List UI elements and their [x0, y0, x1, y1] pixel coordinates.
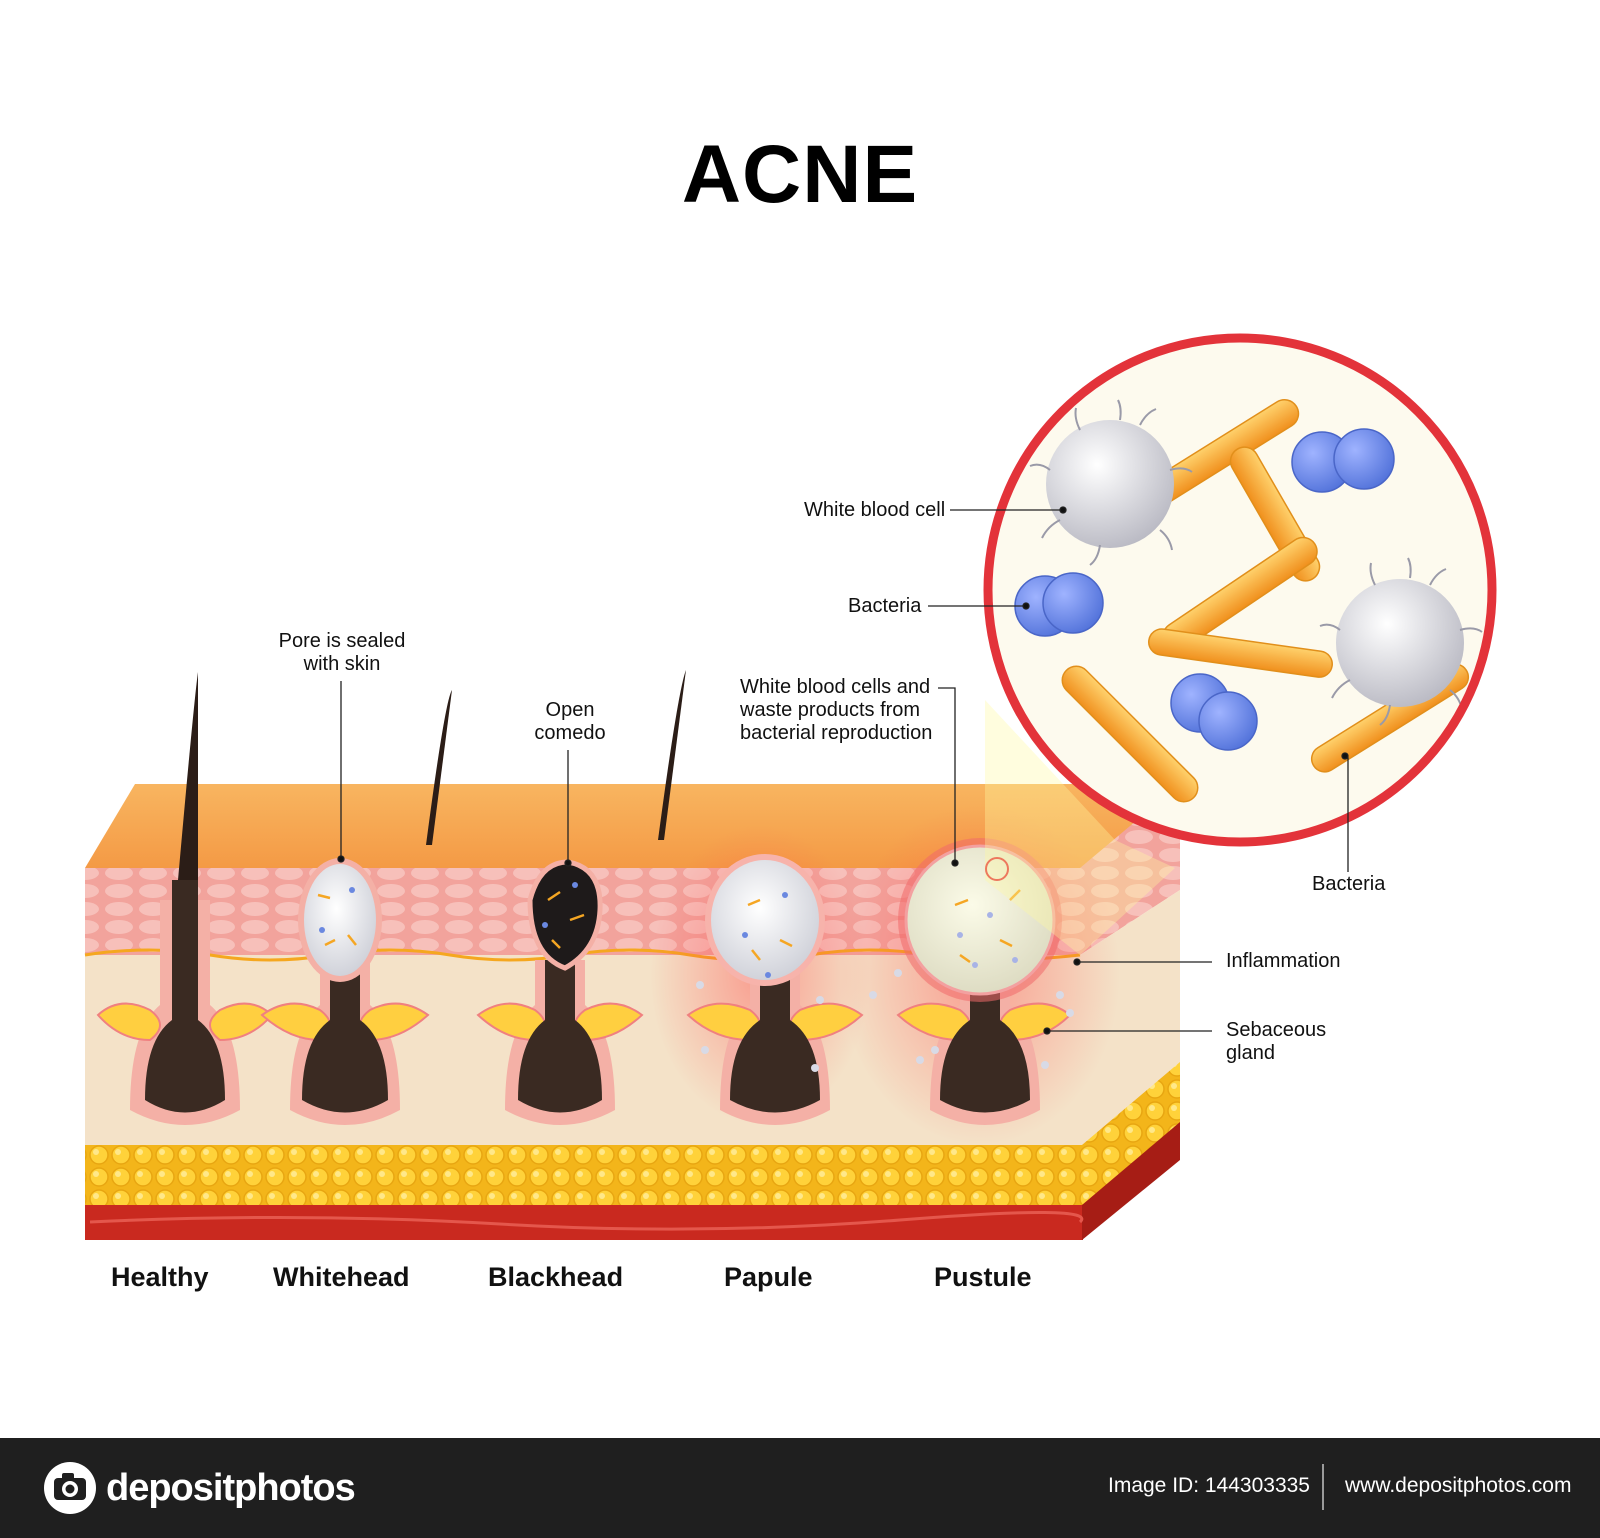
camera-icon: [44, 1462, 96, 1514]
magnifier-ring: [983, 333, 1497, 847]
white-blood-cells: [1029, 399, 1483, 726]
bacteria-rods: [1061, 398, 1470, 803]
label-white-blood-cell: White blood cell: [804, 499, 946, 521]
footer-divider: [1322, 1464, 1324, 1510]
hair-2: [658, 670, 686, 840]
label-open-comedo: Open comedo: [534, 699, 606, 744]
follicle-papule: [686, 854, 864, 1125]
stage-papule: Papule: [724, 1262, 813, 1292]
follicle-whitehead: [260, 858, 430, 1125]
label-sebaceous-gland: Sebaceous gland: [1226, 1019, 1327, 1064]
follicle-healthy: [96, 672, 274, 1125]
muscle-layer: [85, 1205, 1083, 1240]
label-bacteria-bottom: Bacteria: [1312, 873, 1386, 895]
image-id: Image ID: 144303335: [1108, 1474, 1310, 1497]
bacteria-cocci: [1014, 428, 1395, 751]
hair-1: [426, 690, 452, 845]
label-bacteria-top: Bacteria: [848, 595, 922, 617]
site-link[interactable]: www.depositphotos.com: [1345, 1474, 1572, 1497]
label-inflammation: Inflammation: [1226, 950, 1341, 972]
fat-layer: [85, 1145, 1083, 1207]
brand-name: depositphotos: [106, 1466, 356, 1509]
brand-logo[interactable]: depositphotos: [42, 1460, 356, 1516]
follicle-pustule: [869, 838, 1074, 1125]
stage-pustule: Pustule: [934, 1262, 1032, 1292]
magnifier-beam: [985, 700, 1175, 955]
acne-diagram: [84, 333, 1497, 1240]
page-title: ACNE: [681, 129, 919, 220]
stage-healthy: Healthy: [111, 1262, 209, 1292]
follicle-blackhead: [476, 859, 644, 1125]
stage-blackhead: Blackhead: [488, 1262, 624, 1292]
callout-lines: [337, 506, 1349, 1035]
stage-whitehead: Whitehead: [273, 1262, 410, 1292]
footer-bar: depositphotos Image ID: 144303335 www.de…: [0, 1438, 1600, 1538]
label-wbc-waste: White blood cells and waste products fro…: [740, 676, 933, 744]
label-pore-sealed: Pore is sealed with skin: [278, 630, 406, 675]
